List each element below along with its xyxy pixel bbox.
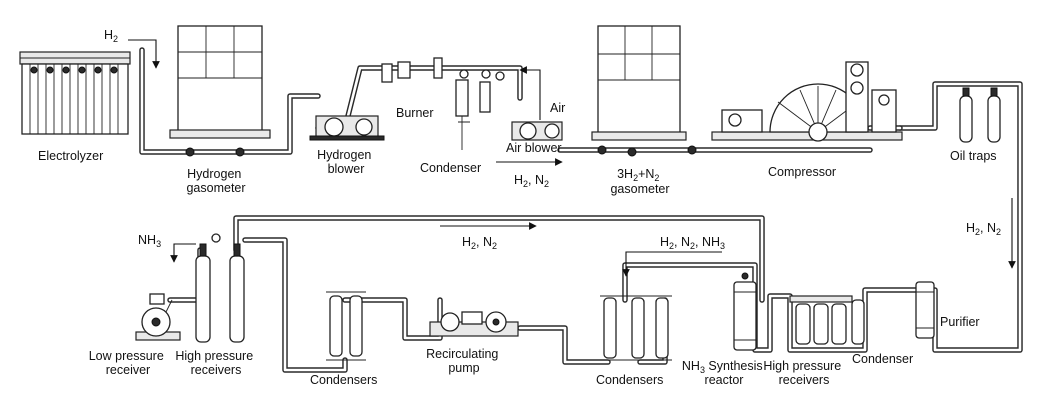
label-oil-traps: Oil traps bbox=[950, 149, 997, 163]
mixture-gasometer bbox=[591, 25, 697, 157]
condensers-right bbox=[600, 295, 672, 361]
oil-traps bbox=[959, 87, 1001, 143]
hydrogen-blower bbox=[309, 115, 385, 141]
label-condenser-top: Condenser bbox=[420, 161, 481, 175]
flow-arrows bbox=[128, 39, 1016, 277]
high-pressure-receivers-left bbox=[195, 233, 245, 343]
electrolyzer bbox=[19, 51, 131, 135]
label-h2-feed: H2 bbox=[104, 28, 118, 44]
label-condensers-right: Condensers bbox=[596, 373, 663, 387]
low-pressure-receiver bbox=[135, 293, 181, 341]
pipe-network bbox=[139, 47, 1023, 373]
label-h2n2nh3: H2, N2, NH3 bbox=[660, 235, 725, 251]
label-hp-receivers-left: High pressure receivers bbox=[175, 349, 256, 377]
label-condenser-bottom: Condenser bbox=[852, 352, 913, 366]
label-air-blower: Air blower bbox=[506, 141, 562, 155]
label-burner: Burner bbox=[396, 106, 434, 120]
purifier bbox=[915, 281, 935, 339]
condenser-bottom bbox=[851, 299, 865, 345]
synthesis-reactor bbox=[733, 272, 757, 351]
compressor bbox=[711, 61, 903, 142]
label-purifier: Purifier bbox=[940, 315, 980, 329]
label-condensers-left: Condensers bbox=[310, 373, 377, 387]
label-nh3: NH3 bbox=[138, 233, 161, 249]
air-blower bbox=[511, 121, 563, 141]
label-mix-gasometer: 3H2+N2 gasometer bbox=[610, 167, 669, 196]
arrow-h2-feed bbox=[128, 39, 160, 69]
arrow-nh3 bbox=[170, 243, 196, 263]
labels: H2 Electrolyzer Hydrogen gasometer Hydro… bbox=[38, 28, 1001, 387]
label-hp-receivers-right: High pressure receivers bbox=[763, 359, 844, 387]
label-h2n2-top: H2, N2 bbox=[514, 173, 549, 189]
label-compressor: Compressor bbox=[768, 165, 836, 179]
condensers-left bbox=[326, 291, 366, 361]
arrow-air bbox=[519, 66, 541, 120]
burner-assembly bbox=[381, 57, 505, 150]
label-hydrogen-gasometer: Hydrogen gasometer bbox=[186, 167, 245, 195]
high-pressure-receivers-right bbox=[789, 295, 853, 345]
label-air: Air bbox=[550, 101, 565, 115]
label-recirculating-pump: Recirculating pump bbox=[426, 347, 502, 375]
hydrogen-gasometer bbox=[169, 25, 271, 157]
label-h2n2-right: H2, N2 bbox=[966, 221, 1001, 237]
arrow-h2n2nh3 bbox=[622, 251, 722, 277]
label-hydrogen-blower: Hydrogen blower bbox=[317, 148, 375, 176]
label-low-pressure-receiver: Low pressure receiver bbox=[89, 349, 168, 377]
recirculating-pump bbox=[429, 311, 519, 337]
label-electrolyzer: Electrolyzer bbox=[38, 149, 103, 163]
label-synthesis-reactor: NH3 Synthesis reactor bbox=[682, 359, 766, 387]
label-h2n2-mid: H2, N2 bbox=[462, 235, 497, 251]
